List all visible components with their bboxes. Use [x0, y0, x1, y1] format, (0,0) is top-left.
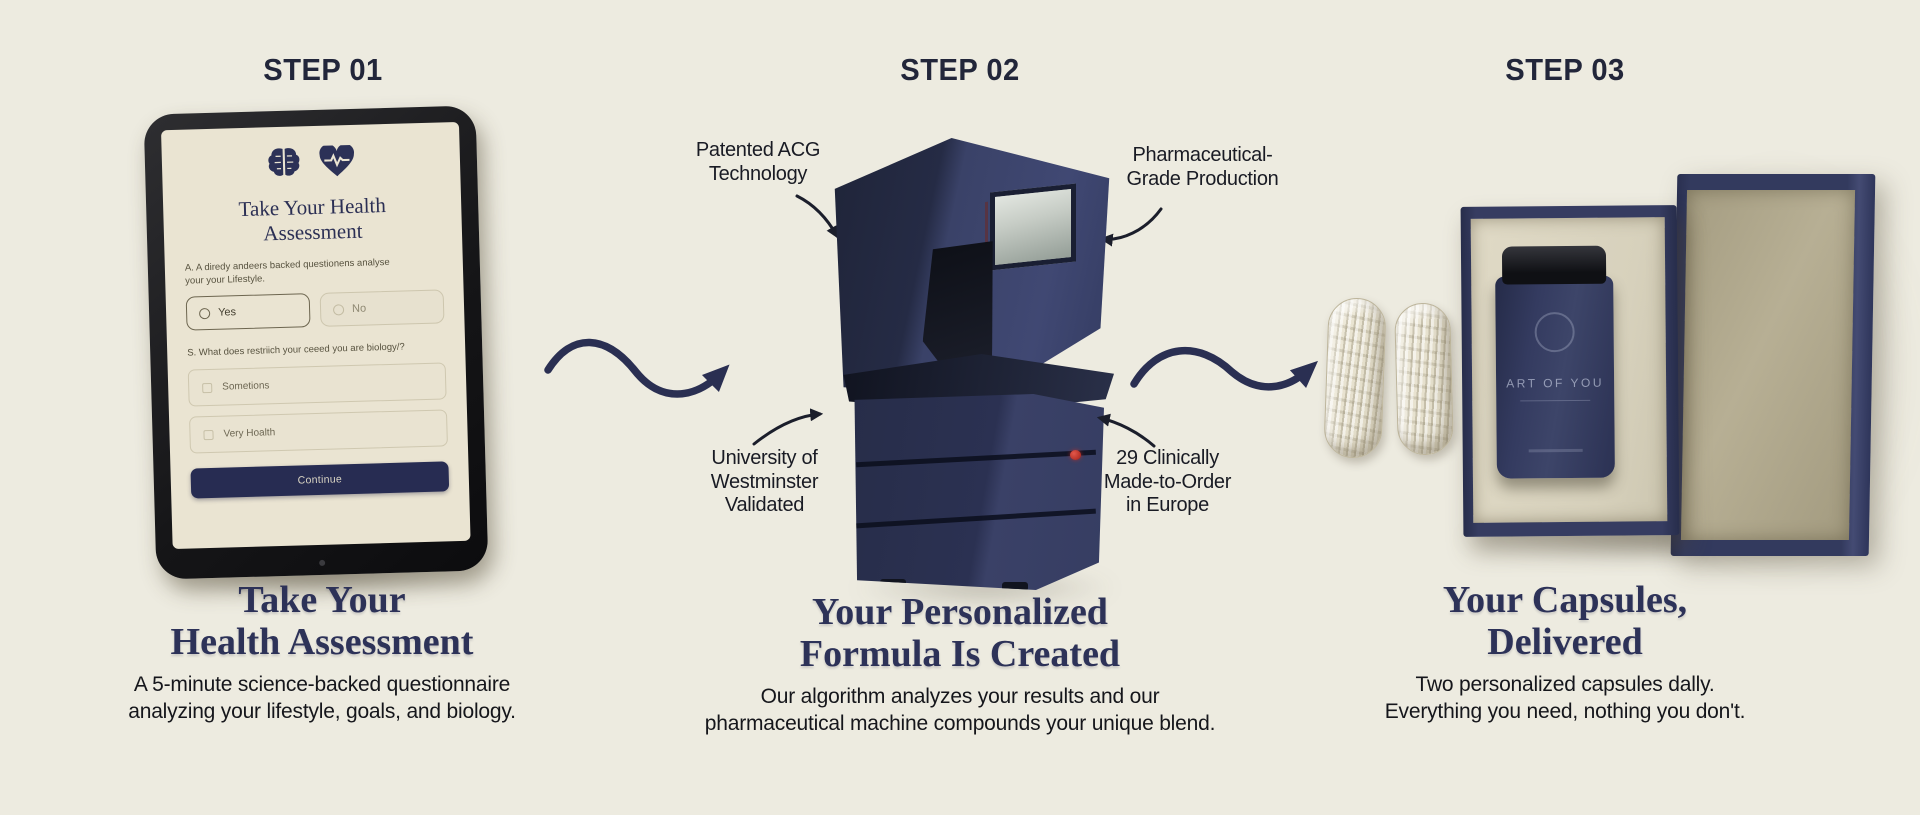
no-radio-icon: [332, 303, 345, 316]
tablet-icon-row: [182, 142, 441, 186]
very-health-option-label: Very Hoalth: [223, 427, 276, 441]
box-base: ART OF YOU: [1460, 205, 1680, 537]
step-03-title-line2: Delivered: [1487, 620, 1643, 663]
step-02-title: Your Personalized Formula Is Created: [660, 591, 1260, 676]
machine-drawer-seam-1: [856, 449, 1096, 468]
step-01-desc-line1: A 5-minute science-backed questionnaire: [133, 672, 511, 696]
anno-patented-acg-line1: Patented ACG: [695, 139, 821, 161]
step-02-title-line1: Your Personalized: [812, 591, 1108, 633]
bottle-body: ART OF YOU: [1495, 275, 1615, 479]
bottle-brand-text: ART OF YOU: [1506, 375, 1605, 391]
yes-option-label: Yes: [217, 306, 237, 319]
sometimes-option-label: Sometions: [222, 380, 270, 394]
machine-screen: [985, 183, 1076, 271]
machine-slot: [922, 239, 996, 369]
anno-pharma-grade-arrow: [1099, 207, 1163, 247]
tablet-device: Take Your Health Assessment A. A diredy …: [143, 105, 489, 580]
step-01-desc-line2: analyzing your lifestyle, goals, and bio…: [128, 699, 516, 723]
step-03-label: STEP 03: [1505, 52, 1625, 87]
bottle-ring-logo: [1534, 311, 1575, 353]
tablet-screen: Take Your Health Assessment A. A diredy …: [161, 121, 471, 550]
bottle-cap: [1501, 245, 1607, 285]
continue-button-label: Continue: [297, 473, 343, 487]
brain-icon: [266, 146, 303, 184]
step-01-caption: Take Your Health Assessment A 5-minute s…: [72, 579, 572, 726]
anno-university-arrow: [752, 408, 824, 446]
step1-to-step2-arrow: [544, 338, 730, 398]
sometimes-checkbox-icon: [202, 382, 213, 394]
anno-clinically-line1: 29 Clinically: [1116, 447, 1219, 469]
anno-pharma-grade-line2: Grade Production: [1126, 167, 1279, 190]
bottle-label-line: [1520, 399, 1591, 402]
capsule-left: [1323, 297, 1387, 459]
step-01-desc: A 5-minute science-backed questionnaire …: [72, 671, 572, 726]
step-02-title-line2: Formula Is Created: [799, 632, 1121, 675]
tablet-question-2: S. What does restriich your ceeed you ar…: [187, 341, 405, 359]
continue-button[interactable]: Continue: [190, 461, 450, 499]
box-lid: [1670, 174, 1876, 556]
step-02-caption: Your Personalized Formula Is Created Our…: [660, 591, 1260, 738]
supplement-bottle: ART OF YOU: [1495, 245, 1615, 479]
anno-university-line2: Westminster: [710, 470, 819, 493]
machine-drawer-seam-2: [856, 508, 1096, 529]
anno-pharma-grade: Pharmaceutical- Grade Production: [1085, 144, 1320, 191]
anno-university-line3: Validated: [724, 494, 805, 517]
step-03-desc: Two personalized capsules dally. Everyth…: [1340, 671, 1790, 726]
very-health-option-button[interactable]: Very Hoalth: [189, 409, 448, 454]
very-health-checkbox-icon: [203, 429, 214, 441]
no-option-label: No: [351, 302, 367, 316]
anno-patented-acg-arrow: [795, 194, 839, 239]
machine-red-button: [1070, 450, 1081, 460]
compounding-machine: [820, 132, 1130, 602]
tablet-form-title: Take Your Health Assessment: [183, 191, 442, 248]
step-02-desc-line2: pharmaceutical machine compounds your un…: [704, 711, 1216, 735]
anno-clinically: 29 Clinically Made-to-Order in Europe: [1075, 447, 1260, 518]
step-01-label: STEP 01: [263, 52, 383, 87]
anno-university-line1: University of: [711, 447, 818, 469]
machine-foot-right: [1002, 582, 1028, 590]
step-02-label: STEP 02: [900, 52, 1020, 87]
step-01-title-line2: Health Assessment: [170, 620, 474, 663]
machine-foot-left: [880, 579, 906, 588]
anno-university: University of Westminster Validated: [672, 447, 857, 518]
tablet-question-1: A. A diredy andeers backed questionens a…: [185, 254, 444, 288]
step-03-title: Your Capsules, Delivered: [1340, 579, 1790, 664]
step-03-desc-line1: Two personalized capsules dally.: [1415, 672, 1715, 696]
sometimes-option-button[interactable]: Sometions: [187, 362, 447, 407]
yes-radio-icon: [198, 307, 211, 319]
bottle-label-line-bottom: [1528, 448, 1583, 453]
machine-screen-display: [995, 189, 1071, 265]
step-03-desc-line2: Everything you need, nothing you don't.: [1384, 699, 1746, 723]
anno-clinically-arrow: [1096, 413, 1156, 448]
yes-no-row: Yes No: [185, 289, 445, 331]
capsule-right: [1394, 302, 1454, 456]
yes-option-button[interactable]: Yes: [185, 293, 311, 331]
heart-pulse-icon: [318, 143, 357, 183]
no-option-button[interactable]: No: [319, 289, 445, 327]
anno-clinically-line2: Made-to-Order: [1103, 470, 1232, 493]
step-03-title-line1: Your Capsules,: [1442, 579, 1688, 621]
tablet-camera-dot: [319, 559, 326, 566]
anno-patented-acg-line2: Technology: [708, 162, 808, 185]
step-03-caption: Your Capsules, Delivered Two personalize…: [1340, 579, 1790, 726]
step-02-desc-line1: Our algorithm analyzes your results and …: [760, 684, 1160, 708]
box-lid-interior: [1680, 190, 1856, 540]
machine-pedestal: [854, 394, 1104, 590]
step2-to-step3-arrow: [1130, 347, 1318, 391]
anno-patented-acg: Patented ACG Technology: [668, 139, 848, 186]
step-02-desc: Our algorithm analyzes your results and …: [660, 683, 1260, 738]
anno-pharma-grade-line1: Pharmaceutical-: [1132, 144, 1273, 166]
anno-clinically-line3: in Europe: [1126, 494, 1209, 517]
step-01-title: Take Your Health Assessment: [72, 579, 572, 664]
step-01-title-line1: Take Your: [238, 579, 406, 621]
